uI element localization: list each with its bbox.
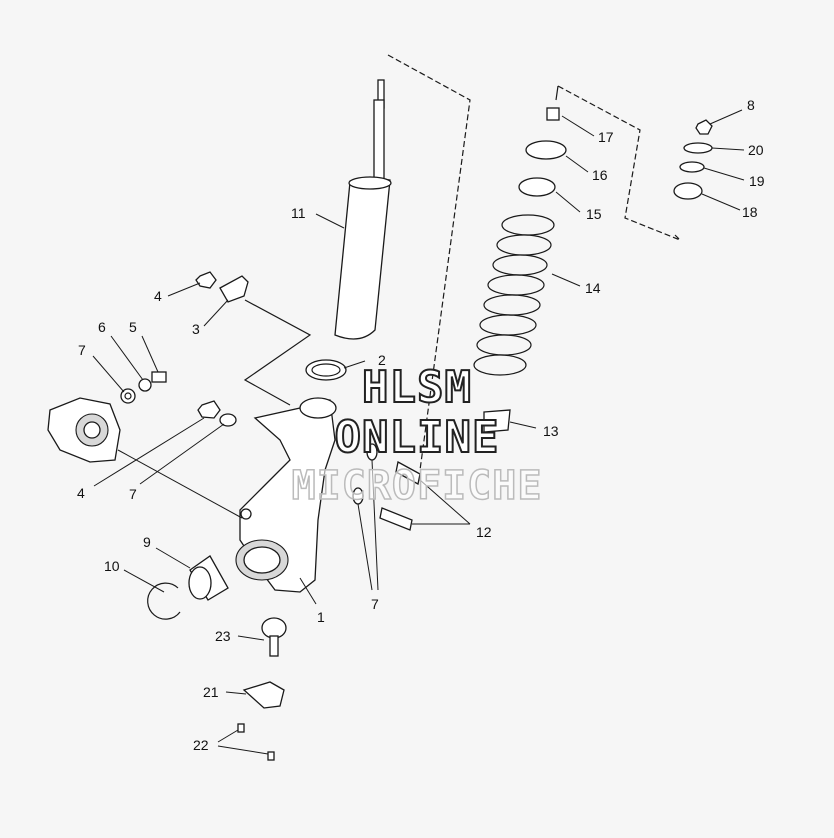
coil-spring	[473, 214, 555, 376]
callout-20: 20	[748, 142, 764, 158]
snap-ring	[147, 582, 181, 620]
leader-lines	[92, 109, 745, 755]
assembly-reference-line-strut	[387, 54, 471, 471]
nut-right	[695, 119, 713, 135]
mounting-bolts	[379, 461, 421, 531]
callout-7-bottom: 7	[371, 596, 379, 612]
assembly-reference-line-knuckle	[243, 299, 312, 406]
steering-knuckle	[235, 397, 337, 593]
callout-18: 18	[742, 204, 758, 220]
callout-17: 17	[598, 129, 614, 145]
callout-11: 11	[291, 205, 306, 221]
callout-22: 22	[193, 737, 209, 753]
callout-12: 12	[476, 524, 492, 540]
callout-4-top: 4	[154, 288, 162, 304]
nut-top	[195, 271, 217, 289]
washer-right-upper	[683, 142, 713, 154]
watermark-line-3: MICROFICHE	[291, 462, 543, 510]
callout-15: 15	[586, 206, 602, 222]
callout-2: 2	[378, 352, 386, 368]
upper-mount	[525, 140, 567, 160]
watermark-line-1: HLSM	[361, 361, 472, 414]
callout-3: 3	[192, 321, 200, 337]
callout-6: 6	[98, 319, 106, 335]
bracket-clamp	[219, 275, 249, 303]
nut-upper	[546, 107, 560, 121]
retainer-plate	[242, 681, 285, 709]
screw-b	[267, 751, 275, 761]
spring-seat	[518, 177, 556, 197]
watermark-line-2: ONLINE	[334, 411, 500, 464]
ball-joint	[261, 617, 287, 657]
seal-ring	[305, 359, 347, 381]
callout-21: 21	[203, 684, 219, 700]
callout-14: 14	[585, 280, 601, 296]
bolt-set-left	[120, 371, 167, 404]
callout-1: 1	[317, 609, 325, 625]
callout-23: 23	[215, 628, 231, 644]
callout-9: 9	[143, 534, 151, 550]
assembly-reference-line-mount	[557, 85, 681, 241]
callout-7-left: 7	[78, 342, 86, 358]
bump-stop	[483, 409, 511, 433]
callout-7-middle: 7	[129, 486, 137, 502]
callout-16: 16	[592, 167, 608, 183]
callout-8: 8	[747, 97, 755, 113]
nut-mid	[197, 400, 221, 419]
callout-4-bottom: 4	[77, 485, 85, 501]
callout-10: 10	[104, 558, 120, 574]
washer-mid	[219, 413, 237, 427]
washer-right-lower	[679, 161, 705, 173]
callout-5: 5	[129, 319, 137, 335]
callout-19: 19	[749, 173, 765, 189]
shock-absorber	[334, 79, 392, 340]
screw-a	[237, 723, 245, 733]
brake-caliper	[47, 397, 121, 463]
bushing-right	[673, 182, 703, 200]
wheel-bearing	[188, 555, 229, 601]
callout-13: 13	[543, 423, 559, 439]
seal-ring-inner	[311, 363, 341, 377]
assembly-reference-tick	[555, 85, 559, 101]
